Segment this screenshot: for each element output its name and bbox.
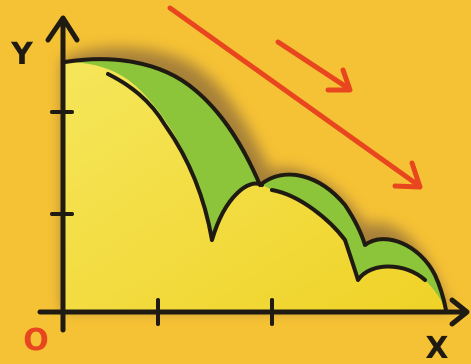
origin-label: O <box>23 323 49 358</box>
y-axis-arrowhead <box>45 15 80 43</box>
downward-trend-arrow-icon <box>275 39 353 93</box>
yellow-region <box>65 62 446 310</box>
y-axis-label: Y <box>10 37 34 72</box>
downward-trend-arrow-icon <box>167 5 423 190</box>
outer-curve <box>63 57 448 312</box>
inner-curve <box>106 72 427 282</box>
x-axis-arrowhead <box>449 297 470 327</box>
x-axis-label: X <box>425 331 448 364</box>
